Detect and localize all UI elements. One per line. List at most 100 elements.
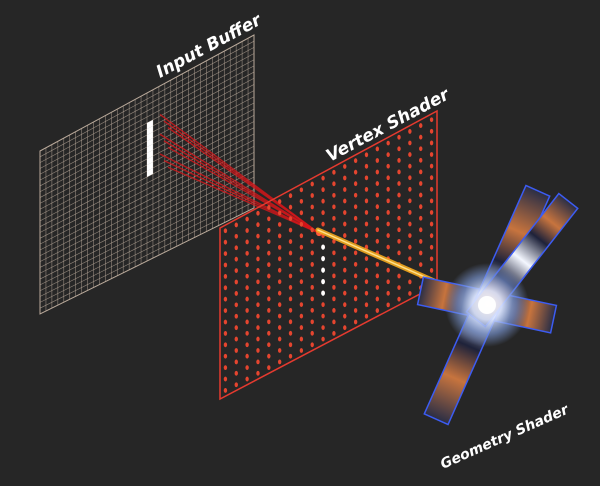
vertex-dot xyxy=(397,238,401,244)
vertex-dot xyxy=(386,302,390,308)
vertex-dot xyxy=(353,158,358,164)
vertex-dot xyxy=(408,140,412,146)
vertex-dot xyxy=(321,175,325,181)
vertex-dot xyxy=(245,308,249,313)
vertex-dot xyxy=(288,216,293,222)
input-grid-line xyxy=(39,127,255,239)
vertex-dot xyxy=(353,285,358,290)
geometry-shader-sprite xyxy=(416,184,579,426)
vertex-dot xyxy=(408,129,412,134)
vertex-dot xyxy=(419,192,423,198)
vertex-dot xyxy=(343,244,347,250)
vertex-dot xyxy=(310,262,314,267)
vertex-dot xyxy=(234,268,238,273)
vertex-dot xyxy=(245,273,249,279)
geometry-shader-label: Geometry Shader xyxy=(438,401,572,472)
vertex-dot xyxy=(234,336,238,342)
input-grid-line xyxy=(39,183,255,291)
vertex-dot xyxy=(256,313,260,319)
input-grid-line xyxy=(39,176,255,286)
vertex-dot xyxy=(419,227,423,233)
vertex-dot xyxy=(299,256,304,262)
vertex-dot xyxy=(299,336,304,342)
vertex-dot xyxy=(234,279,238,285)
vertex-dot xyxy=(375,169,380,175)
vertex-dot xyxy=(386,140,390,146)
vertex-dot xyxy=(375,204,380,210)
vertex-dot xyxy=(267,330,271,336)
input-highlight-cell xyxy=(147,125,153,135)
vertex-dot xyxy=(234,245,238,251)
vertex-dot xyxy=(364,302,369,308)
vertex-dot xyxy=(234,382,238,388)
vertex-dot xyxy=(310,239,314,244)
vertex-dot xyxy=(397,215,401,221)
vertex-dot xyxy=(288,250,293,256)
vertex-dot xyxy=(429,175,434,181)
vertex-dot xyxy=(288,239,293,244)
vertex-dot xyxy=(343,279,347,285)
vertex-dot xyxy=(223,273,228,279)
vertex-dot xyxy=(408,256,412,262)
vertex-dot xyxy=(408,175,412,181)
vertex-dot xyxy=(321,210,325,216)
vertex-dot xyxy=(386,221,390,227)
vertex-dot xyxy=(332,169,336,175)
vertex-dot xyxy=(353,238,358,244)
vertex-dot xyxy=(386,290,390,296)
vertex-dot xyxy=(245,285,249,291)
vertex-dot xyxy=(343,302,347,308)
vertex-dot xyxy=(245,239,249,245)
vertex-dot xyxy=(223,365,228,371)
vertex-dot xyxy=(277,210,282,216)
vertex-dot xyxy=(386,267,390,273)
vertex-dot xyxy=(353,319,358,325)
vertex-dot xyxy=(256,359,260,365)
vertex-dot xyxy=(321,325,325,331)
vertex-dot xyxy=(321,302,325,308)
vertex-dot xyxy=(245,262,249,268)
vertex-dot xyxy=(267,262,271,268)
vertex-dot xyxy=(429,256,434,262)
vertex-dot xyxy=(429,233,434,239)
input-grid-line xyxy=(39,207,255,315)
vertex-dot xyxy=(288,204,293,210)
vertex-dot xyxy=(310,307,314,313)
vertex-dot xyxy=(256,256,260,262)
input-grid-line xyxy=(39,133,255,245)
vertex-dot xyxy=(299,302,304,308)
vertex-dot xyxy=(332,250,336,256)
input-highlight-cell xyxy=(147,143,153,153)
vertex-dot xyxy=(397,250,401,256)
vertex-dot xyxy=(256,245,260,250)
vertex-dot xyxy=(267,273,271,279)
vertex-dot xyxy=(408,210,412,215)
vertex-dot xyxy=(256,290,260,296)
vertex-dot xyxy=(343,325,347,331)
vertex-dot xyxy=(386,233,390,238)
vertex-dot xyxy=(343,290,347,296)
vertex-dot xyxy=(223,262,228,268)
vertex-dot xyxy=(256,268,260,273)
vertex-dot xyxy=(353,273,358,279)
vertex-dot xyxy=(397,273,401,279)
vertex-dot xyxy=(343,187,347,192)
vertex-dot xyxy=(397,296,401,302)
vertex-dot xyxy=(299,187,304,193)
vertex-dot xyxy=(419,123,423,128)
vertex-dot xyxy=(299,279,304,285)
vertex-dot xyxy=(277,359,282,365)
vertex-dot xyxy=(321,336,325,342)
vertex-dot xyxy=(234,325,238,331)
vertex-dot xyxy=(353,308,358,313)
input-buffer-panel xyxy=(39,34,255,315)
vertex-dot xyxy=(353,192,358,198)
vertex-dot xyxy=(386,163,390,169)
vertex-dot xyxy=(429,210,434,215)
vertex-dot xyxy=(267,216,271,222)
vertex-dot xyxy=(343,210,347,215)
vertex-dot xyxy=(299,313,304,319)
vertex-dot xyxy=(267,365,271,371)
vertex-dot xyxy=(332,261,336,267)
input-highlight-cell xyxy=(147,119,153,129)
